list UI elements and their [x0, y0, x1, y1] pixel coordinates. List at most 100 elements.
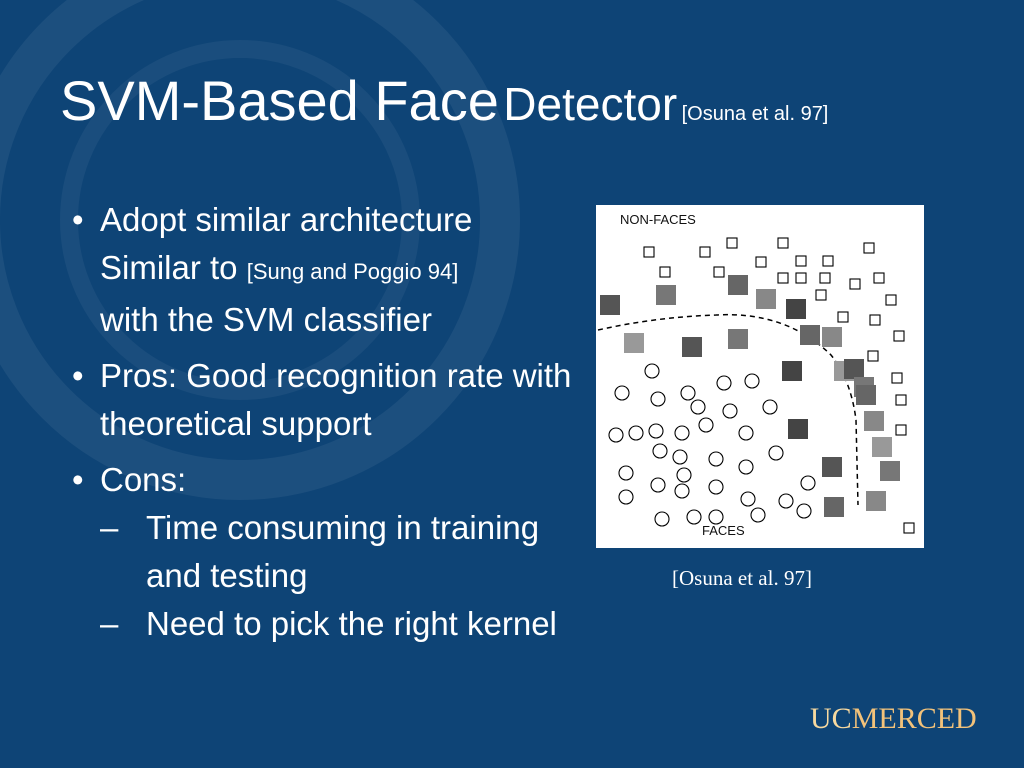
face-image-patch: [786, 299, 806, 319]
face-markers: [608, 363, 816, 527]
bullet-item: Adopt similar architecture Similar to [S…: [60, 196, 580, 344]
bullet-1-line1: Adopt similar architecture: [100, 201, 473, 238]
non-face-square: [726, 237, 738, 249]
non-face-square: [822, 255, 834, 267]
face-image-patch: [656, 285, 676, 305]
non-face-square: [699, 246, 711, 258]
sub-bullet-item: Need to pick the right kernel: [100, 600, 580, 648]
face-image-patch: [782, 361, 802, 381]
face-circle: [608, 427, 624, 443]
non-face-square: [795, 272, 807, 284]
non-face-square: [849, 278, 861, 290]
face-circle: [708, 509, 724, 525]
face-image-patch: [866, 491, 886, 511]
face-image-patch: [824, 497, 844, 517]
non-face-square: [815, 289, 827, 301]
face-image-patch: [864, 411, 884, 431]
face-circle: [740, 491, 756, 507]
face-circle: [672, 449, 688, 465]
face-circle: [674, 483, 690, 499]
non-face-markers: [643, 237, 915, 534]
face-circle: [708, 479, 724, 495]
non-face-square: [885, 294, 897, 306]
bullet-3-text: Cons:: [100, 461, 187, 498]
bullet-1-citation: [Sung and Poggio 94]: [246, 259, 459, 284]
svm-figure: NON-FACES FACES: [596, 205, 924, 548]
slide-title: SVM-Based Face Detector [Osuna et al. 97…: [60, 68, 828, 133]
face-circle: [744, 373, 760, 389]
bullet-1-line3: with the SVM classifier: [100, 301, 432, 338]
face-circle: [738, 459, 754, 475]
title-main: SVM-Based Face: [60, 69, 499, 132]
face-image-patch: [856, 385, 876, 405]
svm-figure-svg: NON-FACES FACES: [597, 212, 915, 538]
non-face-square: [895, 394, 907, 406]
face-circle: [690, 399, 706, 415]
bullet-2-text: Pros: Good recognition rate with theoret…: [100, 357, 572, 442]
non-face-square: [873, 272, 885, 284]
uc-merced-logo: UCMERCED: [810, 702, 977, 736]
non-face-square: [777, 237, 789, 249]
logo-uc: UC: [810, 702, 852, 735]
face-circle: [618, 465, 634, 481]
face-image-patch: [756, 289, 776, 309]
sub-bullet-item: Time consuming in training and testing: [100, 504, 580, 600]
image-patches: [600, 275, 900, 517]
non-face-square: [903, 522, 915, 534]
bullet-item: Pros: Good recognition rate with theoret…: [60, 352, 580, 448]
face-circle: [762, 399, 778, 415]
non-face-square: [755, 256, 767, 268]
bullet-item: Cons: Time consuming in training and tes…: [60, 456, 580, 648]
face-circle: [676, 467, 692, 483]
face-image-patch: [872, 437, 892, 457]
non-face-square: [713, 266, 725, 278]
label-non-faces: NON-FACES: [620, 212, 696, 227]
face-circle: [698, 417, 714, 433]
non-face-square: [659, 266, 671, 278]
face-circle: [768, 445, 784, 461]
face-image-patch: [682, 337, 702, 357]
face-circle: [674, 425, 690, 441]
face-circle: [686, 509, 702, 525]
face-circle: [750, 507, 766, 523]
non-face-square: [895, 424, 907, 436]
title-detector: Detector: [503, 78, 678, 130]
non-face-square: [837, 311, 849, 323]
face-circle: [652, 443, 668, 459]
face-circle: [618, 489, 634, 505]
bullet-list: Adopt similar architecture Similar to [S…: [60, 196, 580, 656]
face-image-patch: [822, 327, 842, 347]
face-image-patch: [844, 359, 864, 379]
face-image-patch: [728, 275, 748, 295]
non-face-square: [891, 372, 903, 384]
face-image-patch: [600, 295, 620, 315]
face-image-patch: [728, 329, 748, 349]
face-circle: [650, 477, 666, 493]
logo-merced: MERCED: [851, 702, 977, 735]
face-circle: [644, 363, 660, 379]
face-circle: [654, 511, 670, 527]
face-circle: [800, 475, 816, 491]
non-face-square: [819, 272, 831, 284]
figure-caption: [Osuna et al. 97]: [672, 566, 812, 590]
face-circle: [716, 375, 732, 391]
face-circle: [648, 423, 664, 439]
face-image-patch: [822, 457, 842, 477]
non-face-square: [643, 246, 655, 258]
non-face-square: [777, 272, 789, 284]
non-face-square: [795, 255, 807, 267]
face-circle: [650, 391, 666, 407]
title-citation: [Osuna et al. 97]: [681, 103, 829, 125]
face-image-patch: [800, 325, 820, 345]
face-circle: [614, 385, 630, 401]
face-circle: [796, 503, 812, 519]
face-image-patch: [880, 461, 900, 481]
face-circle: [708, 451, 724, 467]
non-face-square: [863, 242, 875, 254]
face-circle: [778, 493, 794, 509]
non-face-square: [869, 314, 881, 326]
face-circle: [738, 425, 754, 441]
label-faces: FACES: [702, 523, 745, 538]
face-circle: [680, 385, 696, 401]
face-image-patch: [788, 419, 808, 439]
